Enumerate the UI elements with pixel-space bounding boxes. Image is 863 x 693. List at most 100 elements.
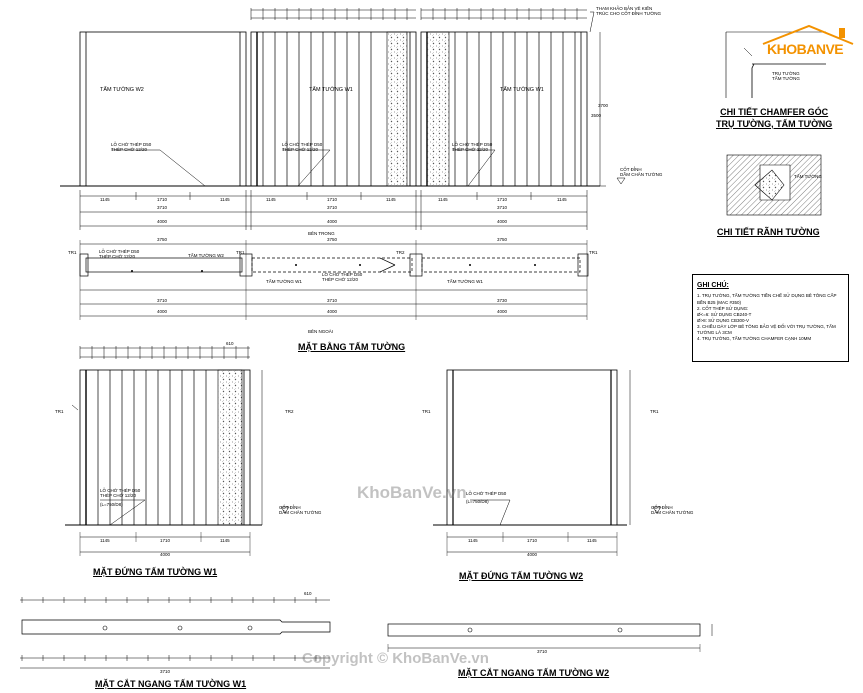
tr-label: TR1 (589, 250, 598, 255)
panel-label-w1: TẤM TƯỜNG W1 (309, 87, 353, 93)
dim-label: 4000 (157, 219, 168, 224)
dim-label: 3750 (157, 237, 168, 242)
tr-label: TR1 (422, 409, 431, 414)
side-label: BÊN NGOÀI (308, 329, 334, 334)
note-item: 4. TRỤ TƯỜNG, TẤM TƯỜNG CHAMFER CẠNH 10M… (697, 335, 812, 341)
groove-detail (726, 154, 822, 216)
title-section-w1: MẶT CẮT NGANG TẤM TƯỜNG W1 (95, 679, 247, 689)
watermark: KhoBanVe.vn (357, 483, 467, 502)
note-item: Ø<=6: SỬ DỤNG CB240-T (697, 311, 752, 317)
dim-label: 3500 (591, 113, 602, 118)
dim-label: 1145 (266, 197, 276, 202)
dim-label: 1710 (160, 538, 171, 543)
dim-label: 1145 (100, 197, 110, 202)
side-label: BÊN TRONG (308, 231, 335, 236)
tr-label: TR1 (55, 409, 64, 414)
dim-label: 1710 (327, 197, 338, 202)
dim-label: 3750 (497, 237, 508, 242)
dim-label: 1145 (220, 197, 230, 202)
watermark-copyright: Copyright © KhoBanVe.vn (302, 650, 489, 667)
dim-label: 4000 (527, 552, 538, 557)
plan-view (79, 243, 589, 317)
dim-label: 1145 (386, 197, 396, 202)
dim-label: 3710 (327, 298, 338, 303)
top-note: CỐT ĐỈNH DẦM CHÂN TƯỜNG (651, 505, 694, 515)
dim-label: 1710 (497, 197, 508, 202)
concrete-strip (217, 369, 243, 526)
dim-label: 3700 (598, 103, 609, 108)
tr-label: TR1 (236, 250, 245, 255)
dim-label: 4000 (160, 552, 171, 557)
title-plan: MẶT BẰNG TẤM TƯỜNG (298, 342, 406, 352)
house-icon (762, 24, 854, 45)
dim-label: 610 (304, 591, 312, 596)
title-groove: CHI TIẾT RÃNH TƯỜNG (717, 227, 820, 237)
tr-label: TR2 (396, 250, 405, 255)
top-elevation (60, 31, 600, 187)
top-note: CỐT ĐỈNH DẦM CHÂN TƯỜNG (620, 167, 663, 177)
dim-label: 4000 (497, 219, 508, 224)
rebar-note: LỖ CHỜ THÉP D50 THÉP CHỜ 12/20 (100, 488, 141, 498)
dim-label: 3750 (327, 237, 338, 242)
dim-label: 1145 (557, 197, 567, 202)
dim-label: 3710 (157, 205, 168, 210)
rebar-note: LỖ CHỜ THÉP D50 THÉP CHỜ 12/20 (111, 142, 152, 152)
panel-label-w2: TẤM TƯỜNG W2 (100, 87, 144, 93)
panel-label-w2: TẤM TƯỜNG W2 (188, 253, 224, 258)
rebar-note: LỖ CHỜ THÉP D50 THÉP CHỜ 12/20 (282, 142, 323, 152)
detail-label: TẤM TƯỜNG (794, 174, 822, 179)
dim-label: 1710 (527, 538, 538, 543)
panel-ribs (262, 32, 576, 186)
dim-label: 610 (226, 341, 234, 346)
rebar-spacing: (L=750/D8) (100, 502, 123, 507)
section-w1 (20, 599, 331, 669)
dim-label: 3710 (327, 205, 338, 210)
note-item: 2. CỐT THÉP SỬ DỤNG: (697, 305, 749, 311)
chamfer-detail (725, 31, 826, 98)
title-chamfer: CHI TIẾT CHAMFER GÓC TRỤ TƯỜNG, TẤM TƯỜN… (716, 107, 833, 129)
dim-label: 4000 (497, 309, 508, 314)
dim-label: 1145 (587, 538, 597, 543)
panel-label-w1: TẤM TƯỜNG W1 (500, 87, 544, 93)
rebar-note: LỖ CHỜ THÉP D50 THÉP CHỜ 12/20 (322, 272, 363, 282)
dim-label: 1710 (157, 197, 168, 202)
dim-label: 4000 (157, 309, 168, 314)
top-note: CỐT ĐỈNH DẦM CHÂN TƯỜNG (279, 505, 322, 515)
rebar-note: LỖ CHỜ THÉP D50 THÉP CHỜ 12/20 (452, 142, 493, 152)
detail-label: TRỤ TƯỜNG TẤM TƯỜNG (772, 71, 800, 81)
concrete-strip (386, 31, 408, 187)
dim-label: 3710 (497, 205, 508, 210)
notes-box: GHI CHÚ: 1. TRỤ TƯỜNG, TẤM TƯỜNG TIỀN CH… (692, 274, 849, 362)
rebar-note: LỖ CHỜ THÉP D50 THÉP CHỜ 12/20 (99, 249, 140, 259)
dim-label: 4000 (327, 219, 338, 224)
title-elevation-w2: MẶT ĐỨNG TẤM TƯỜNG W2 (459, 571, 584, 581)
title-section-w2: MẶT CẮT NGANG TẤM TƯỜNG W2 (458, 668, 610, 678)
tr-label: TR1 (650, 409, 659, 414)
reference-note: THAM KHẢO BẢN VẼ KIẾN TRÚC CHO CỐT ĐỈNH … (596, 6, 662, 16)
dim-label: 4000 (327, 309, 338, 314)
tr-label: TR1 (68, 250, 77, 255)
rebar-note: LỖ CHỜ THÉP D50 (466, 491, 507, 496)
logo-text: KHOBANVE (767, 41, 844, 57)
panel-label-w1: TẤM TƯỜNG W1 (447, 279, 483, 284)
note-item: 3. CHIỀU DÀY LỚP BÊ TÔNG BẢO VỆ ĐỐI VỚI … (697, 323, 836, 335)
tr-label: TR2 (285, 409, 294, 414)
rebar-spacing: (L=750/D8) (466, 499, 489, 504)
dim-label: 3710 (160, 669, 171, 674)
dim-label: 1145 (468, 538, 478, 543)
panel-label-w1: TẤM TƯỜNG W1 (266, 279, 302, 284)
title-elevation-w1: MẶT ĐỨNG TẤM TƯỜNG W1 (93, 567, 218, 577)
note-item: Ø>8: SỬ DỤNG CB300-V (697, 317, 749, 323)
notes-heading: GHI CHÚ: (697, 282, 729, 289)
dim-label: 1145 (438, 197, 448, 202)
dim-label: 1145 (100, 538, 110, 543)
concrete-strip (426, 31, 450, 187)
dim-label: 3710 (157, 298, 168, 303)
dim-label: 3710 (537, 649, 548, 654)
elevation-w2 (433, 369, 631, 556)
note-item: 1. TRỤ TƯỜNG, TẤM TƯỜNG TIỀN CHẾ SỬ DỤNG… (697, 293, 837, 305)
dim-label: 3730 (497, 298, 508, 303)
dim-label: 1145 (220, 538, 230, 543)
logo: KHOBANVE (757, 18, 857, 68)
